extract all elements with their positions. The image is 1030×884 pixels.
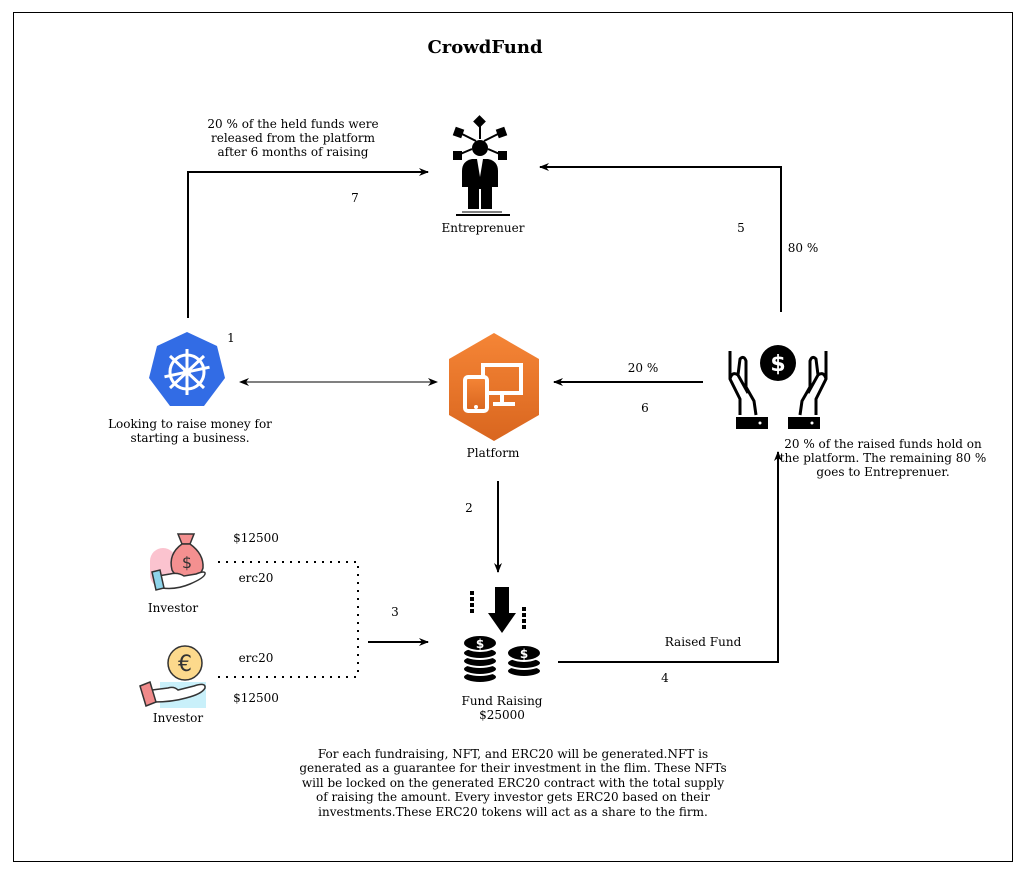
edge-label-4: 4 (661, 671, 669, 685)
kubernetes-helm-icon (149, 332, 225, 406)
investor2-label: Investor (152, 711, 204, 725)
edge-label-20pct: 20 % (627, 361, 659, 375)
edge-5 (539, 163, 782, 312)
diagram-frame (13, 12, 1013, 862)
svg-text:$: $ (182, 553, 192, 572)
platform-label: Platform (466, 446, 520, 460)
inv2-token: erc20 (238, 651, 274, 665)
edge-label-2: 2 (465, 501, 473, 515)
hold-label-line3: goes to Entreprenuer. (816, 465, 950, 479)
hold-label-line1: 20 % of the raised funds hold on (784, 437, 982, 451)
business-label-line2: starting a business. (130, 431, 250, 445)
svg-text:$: $ (520, 647, 528, 661)
business-label-line1: Looking to raise money for (108, 417, 272, 431)
edge-label-80pct: 80 % (787, 241, 819, 255)
hand-euro-coin-icon: € (139, 645, 206, 708)
businessman-network-icon (452, 115, 510, 216)
edge-label-5: 5 (737, 221, 745, 235)
edge-investor1 (218, 561, 359, 677)
coins-down-arrow-icon: $ $ (462, 587, 542, 684)
note-line1: For each fundraising, NFT, and ERC20 wil… (317, 747, 709, 761)
diagram-title: CrowdFund (427, 37, 543, 58)
svg-text:€: € (178, 652, 192, 677)
edge-label-1: 1 (227, 331, 235, 345)
edge-label-7: 7 (351, 191, 359, 205)
edge-label-6: 6 (641, 401, 649, 415)
release-line3: after 6 months of raising (217, 145, 369, 159)
release-line1: 20 % of the held funds were (207, 117, 379, 131)
fund-raising-amount: $25000 (479, 708, 525, 722)
inv2-amount: $12500 (233, 691, 279, 705)
inv1-amount: $12500 (233, 531, 279, 545)
hands-dollar-icon: $ (728, 345, 828, 429)
entrepreneur-label: Entreprenuer (441, 221, 525, 235)
note-line3: will be locked on the generated ERC20 co… (301, 776, 725, 790)
inv1-token: erc20 (238, 571, 274, 585)
note-line5: investments.These ERC20 tokens will act … (318, 805, 708, 819)
investor1-label: Investor (147, 601, 199, 615)
fund-raising-label: Fund Raising (461, 694, 543, 708)
svg-text:$: $ (476, 637, 484, 651)
note-line4: of raising the amount. Every investor ge… (316, 790, 710, 804)
hold-label-line2: the platform. The remaining 80 % (779, 451, 987, 465)
devices-icon (449, 333, 539, 441)
release-line2: released from the platform (210, 131, 376, 145)
raised-fund-label: Raised Fund (664, 635, 742, 649)
svg-text:$: $ (770, 352, 785, 377)
hand-money-bag-icon: $ (150, 533, 206, 591)
edge-4 (558, 451, 782, 663)
edge-7 (187, 168, 429, 318)
note-line2: generated as a guarantee for their inves… (299, 761, 727, 775)
edge-label-3: 3 (391, 605, 399, 619)
